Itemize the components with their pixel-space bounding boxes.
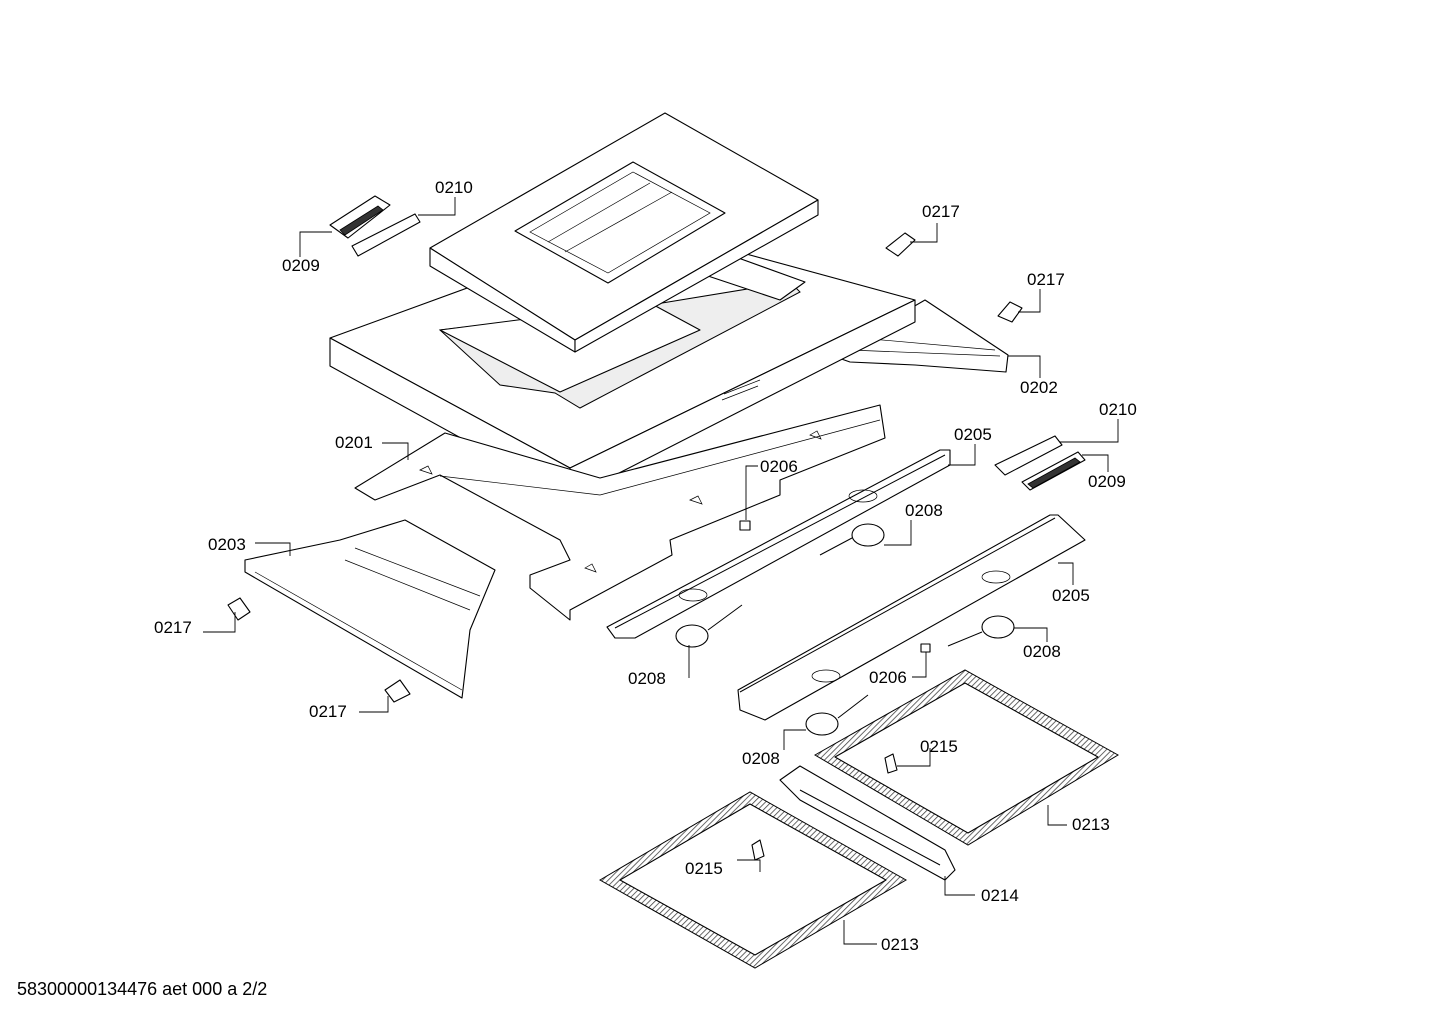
callout-0217c: 0217 (154, 618, 192, 637)
callout-0208d: 0208 (742, 749, 780, 768)
handle-0215b (751, 839, 765, 861)
side-panel-0202 (829, 299, 1009, 373)
filter-0213-lower (598, 791, 908, 969)
callout-0210b: 0210 (1099, 400, 1137, 419)
filter-frame (354, 404, 886, 621)
callout-0214: 0214 (981, 886, 1019, 905)
clip-0217a (885, 232, 916, 257)
switch-0209b (1021, 451, 1086, 491)
callout-0209a: 0209 (282, 256, 320, 275)
callout-0208b: 0208 (1023, 642, 1061, 661)
callout-0215b: 0215 (685, 859, 723, 878)
callout-0210a: 0210 (435, 178, 473, 197)
callout-0217a: 0217 (922, 202, 960, 221)
filter-rail-0214 (779, 765, 956, 881)
callout-0209b: 0209 (1088, 472, 1126, 491)
switch-0209a (329, 195, 391, 239)
handle-0215a (884, 753, 898, 774)
callout-0201: 0201 (335, 433, 373, 452)
callout-0208a: 0208 (905, 501, 943, 520)
callout-0217b: 0217 (1027, 270, 1065, 289)
clip-0217b (997, 301, 1023, 323)
callout-0213a: 0213 (1072, 815, 1110, 834)
callout-0203: 0203 (208, 535, 246, 554)
leader-lines (203, 197, 1119, 945)
top-cover (429, 112, 819, 353)
bracket-0210b (994, 435, 1063, 476)
motor-0208b (675, 604, 743, 648)
callout-0202: 0202 (1020, 378, 1058, 397)
callout-0205a: 0205 (954, 425, 992, 444)
callout-0208c: 0208 (628, 669, 666, 688)
callout-0215a: 0215 (920, 737, 958, 756)
clip-0217c (227, 597, 251, 621)
motor-0208d (805, 694, 869, 736)
callout-0206b: 0206 (869, 668, 907, 687)
filter-0213-upper (814, 669, 1119, 846)
callout-0213b: 0213 (881, 935, 919, 954)
motor-0208c (947, 615, 1015, 647)
rail-0205-lower (737, 514, 1086, 721)
side-panel-0203 (244, 519, 496, 699)
motor-0208a (819, 523, 885, 556)
bracket-0210a (351, 213, 421, 257)
clip-0217d (384, 679, 411, 703)
callout-0217d: 0217 (309, 702, 347, 721)
drawing-number: 58300000134476 aet 000 a 2/2 (17, 979, 268, 999)
callout-0205b: 0205 (1052, 586, 1090, 605)
callout-0206a: 0206 (760, 457, 798, 476)
